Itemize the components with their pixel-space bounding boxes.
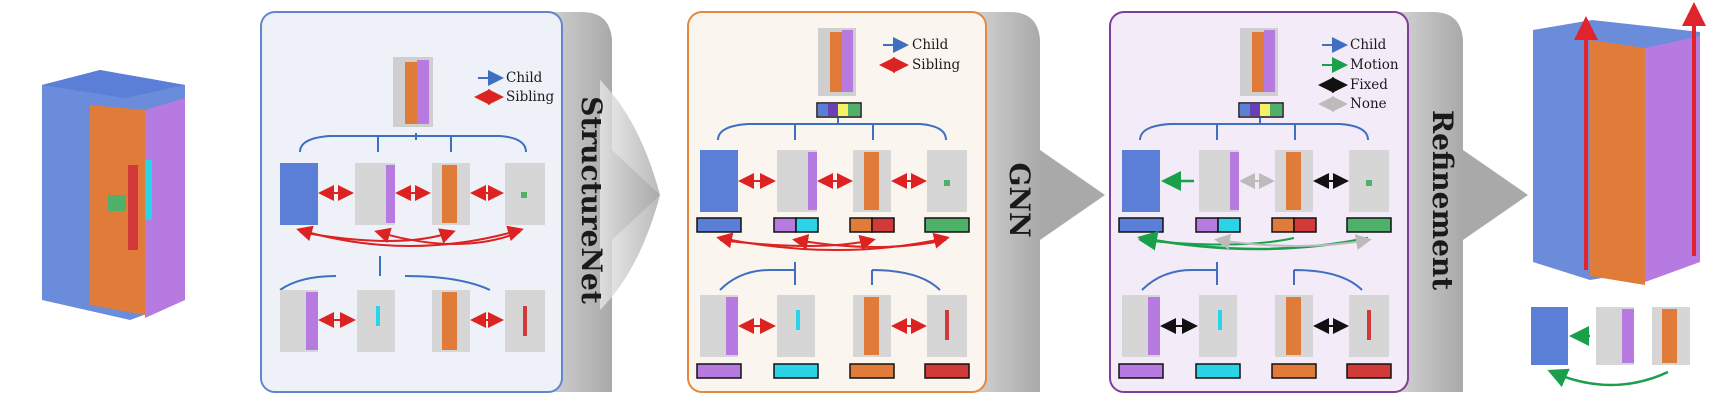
gnn-root [816,28,862,118]
ref-level1 [1122,150,1389,212]
gnn-level1-vectors [696,217,970,233]
refinement-graph-panel: Refinement Child Motion Fixed None [1109,11,1528,393]
ref-level2-vectors [1118,363,1392,379]
legend3-child: Child [1350,37,1387,53]
refinement-label: Refinement [1426,110,1459,290]
structurenet-label: StructureNet [575,96,608,304]
legend3-motion: Motion [1350,57,1399,73]
structurenet-panel: StructureNet Child Sibling [260,11,660,393]
gnn-level1 [700,150,967,212]
output-point-cloud [1533,2,1706,285]
level2-parts [280,290,545,352]
root-part-icon [393,57,433,127]
ref-level1-vectors [1118,217,1392,233]
output-parts [1531,307,1690,388]
gnn-level2 [700,295,967,357]
legend-child: Child [506,70,543,86]
level1-parts [280,163,545,225]
gnn-level2-vectors [696,363,970,379]
gnn-label: GNN [1003,162,1036,237]
input-point-cloud [42,70,185,320]
sibling-arrows-level1 [296,185,524,247]
ref-root [1238,28,1284,118]
ref-level2 [1122,295,1389,357]
legend3-none: None [1350,96,1387,112]
legend-sibling: Sibling [506,89,555,105]
gnn-panel: GNN Child Sibling [687,11,1105,393]
gnn-legend-sibling: Sibling [912,57,961,73]
gnn-legend-child: Child [912,37,949,53]
legend3-fixed: Fixed [1350,77,1388,93]
